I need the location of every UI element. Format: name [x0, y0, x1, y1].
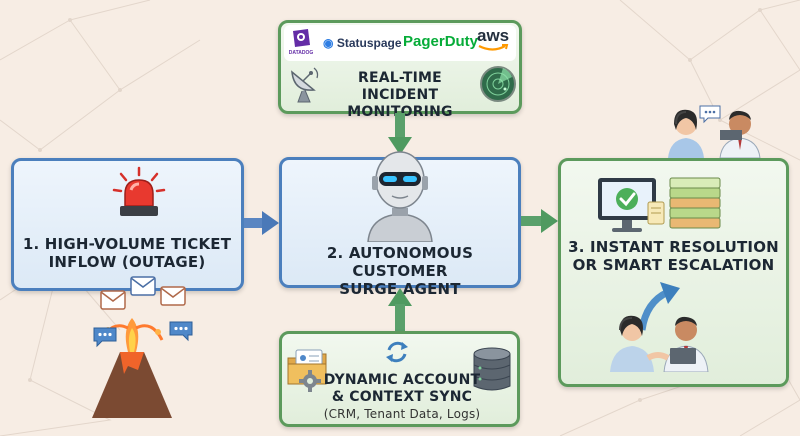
envelope-icon	[130, 276, 156, 296]
arrow-sync-to-agent	[386, 288, 414, 332]
folder-user-icon	[286, 346, 330, 390]
pagerduty-logo: PagerDuty	[403, 33, 479, 50]
support-agents-icon	[604, 300, 714, 372]
step1-title-line1: 1. HIGH-VOLUME TICKET	[22, 235, 232, 253]
monitoring-title-line2: MONITORING	[347, 104, 453, 120]
support-agents-icon	[664, 100, 768, 158]
satellite-dish-icon	[286, 64, 322, 104]
datadog-logo-icon	[290, 27, 312, 49]
step1-title: 1. HIGH-VOLUME TICKET INFLOW (OUTAGE)	[16, 235, 238, 271]
statuspage-logo: ◉ Statuspage	[323, 36, 402, 50]
aws-logo: aws	[477, 27, 509, 52]
radar-icon	[479, 65, 517, 103]
step3-title-line1: 3. INSTANT RESOLUTION	[568, 238, 779, 256]
statuspage-label: Statuspage	[336, 36, 402, 50]
monitoring-title-line1: REAL-TIME INCIDENT	[358, 70, 442, 103]
sync-title-line2: & CONTEXT SYNC	[331, 389, 473, 405]
volcano-icon	[72, 300, 192, 420]
step1-title-line2: INFLOW (OUTAGE)	[48, 253, 206, 271]
step3-title-line2: OR SMART ESCALATION	[572, 256, 775, 274]
step1-box	[11, 158, 244, 291]
arrow-agent-to-step3	[521, 208, 559, 234]
chat-bubble-icon	[92, 326, 118, 348]
aws-label: aws	[477, 26, 510, 45]
database-icon	[472, 346, 512, 396]
monitoring-title: REAL-TIME INCIDENT MONITORING	[320, 70, 480, 121]
envelope-icon	[100, 290, 126, 310]
envelope-icon	[160, 286, 186, 306]
sync-subtitle: (CRM, Tenant Data, Logs)	[323, 407, 481, 421]
logo-strip	[284, 25, 516, 61]
arrow-step1-to-agent	[244, 210, 280, 236]
step2-title-line1: 2. AUTONOMOUS CUSTOMER	[326, 244, 474, 280]
step3-title: 3. INSTANT RESOLUTION OR SMART ESCALATIO…	[563, 238, 784, 274]
statuspage-icon: ◉	[323, 36, 334, 50]
gear-icon	[299, 370, 321, 392]
aws-smile-icon	[478, 44, 509, 51]
step2-title: 2. AUTONOMOUS CUSTOMER SURGE AGENT	[284, 244, 516, 298]
robot-icon	[364, 150, 436, 242]
sync-title: DYNAMIC ACCOUNT & CONTEXT SYNC (CRM, Ten…	[316, 372, 488, 423]
sync-title-line1: DYNAMIC ACCOUNT	[323, 372, 481, 388]
siren-icon	[111, 166, 167, 220]
ticket-stack-icon	[646, 172, 726, 234]
datadog-label: DATADOG	[288, 50, 314, 56]
arrow-monitoring-to-agent	[386, 113, 414, 157]
chat-bubble-icon	[168, 320, 194, 342]
monitor-check-icon	[596, 174, 658, 236]
sync-icon	[383, 338, 411, 366]
